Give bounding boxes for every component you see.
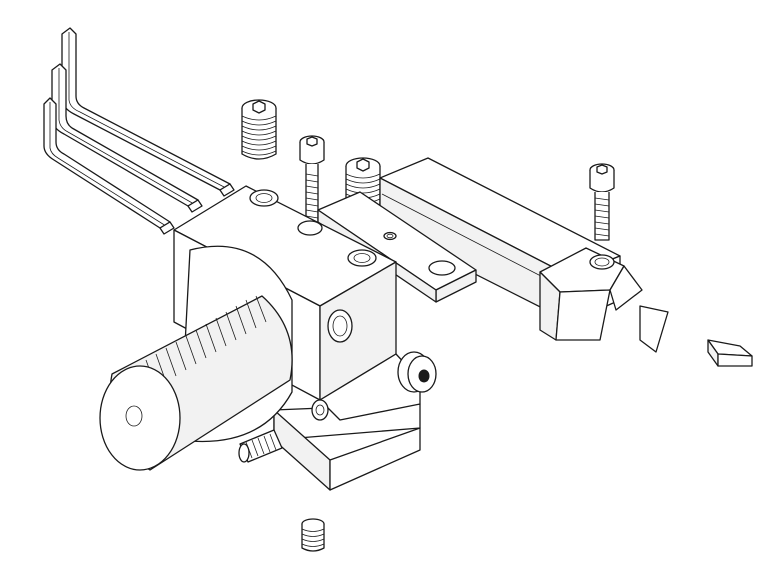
hex-key-set xyxy=(43,27,235,235)
set-screw-top xyxy=(241,99,277,160)
cap-screw-center xyxy=(299,135,325,233)
knurled-shank xyxy=(99,245,293,471)
coolant-fitting xyxy=(397,351,437,393)
hex-socket-icon xyxy=(252,100,266,114)
cutting-insert xyxy=(707,339,753,367)
hex-socket-icon xyxy=(596,164,608,175)
set-screw-side xyxy=(238,429,283,463)
set-screw-bottom xyxy=(301,518,325,552)
hex-socket-icon xyxy=(306,136,318,147)
hex-key-small xyxy=(43,97,175,235)
cap-screw-right xyxy=(589,163,615,241)
hex-socket-icon xyxy=(356,158,370,172)
cutting-head xyxy=(539,247,669,353)
